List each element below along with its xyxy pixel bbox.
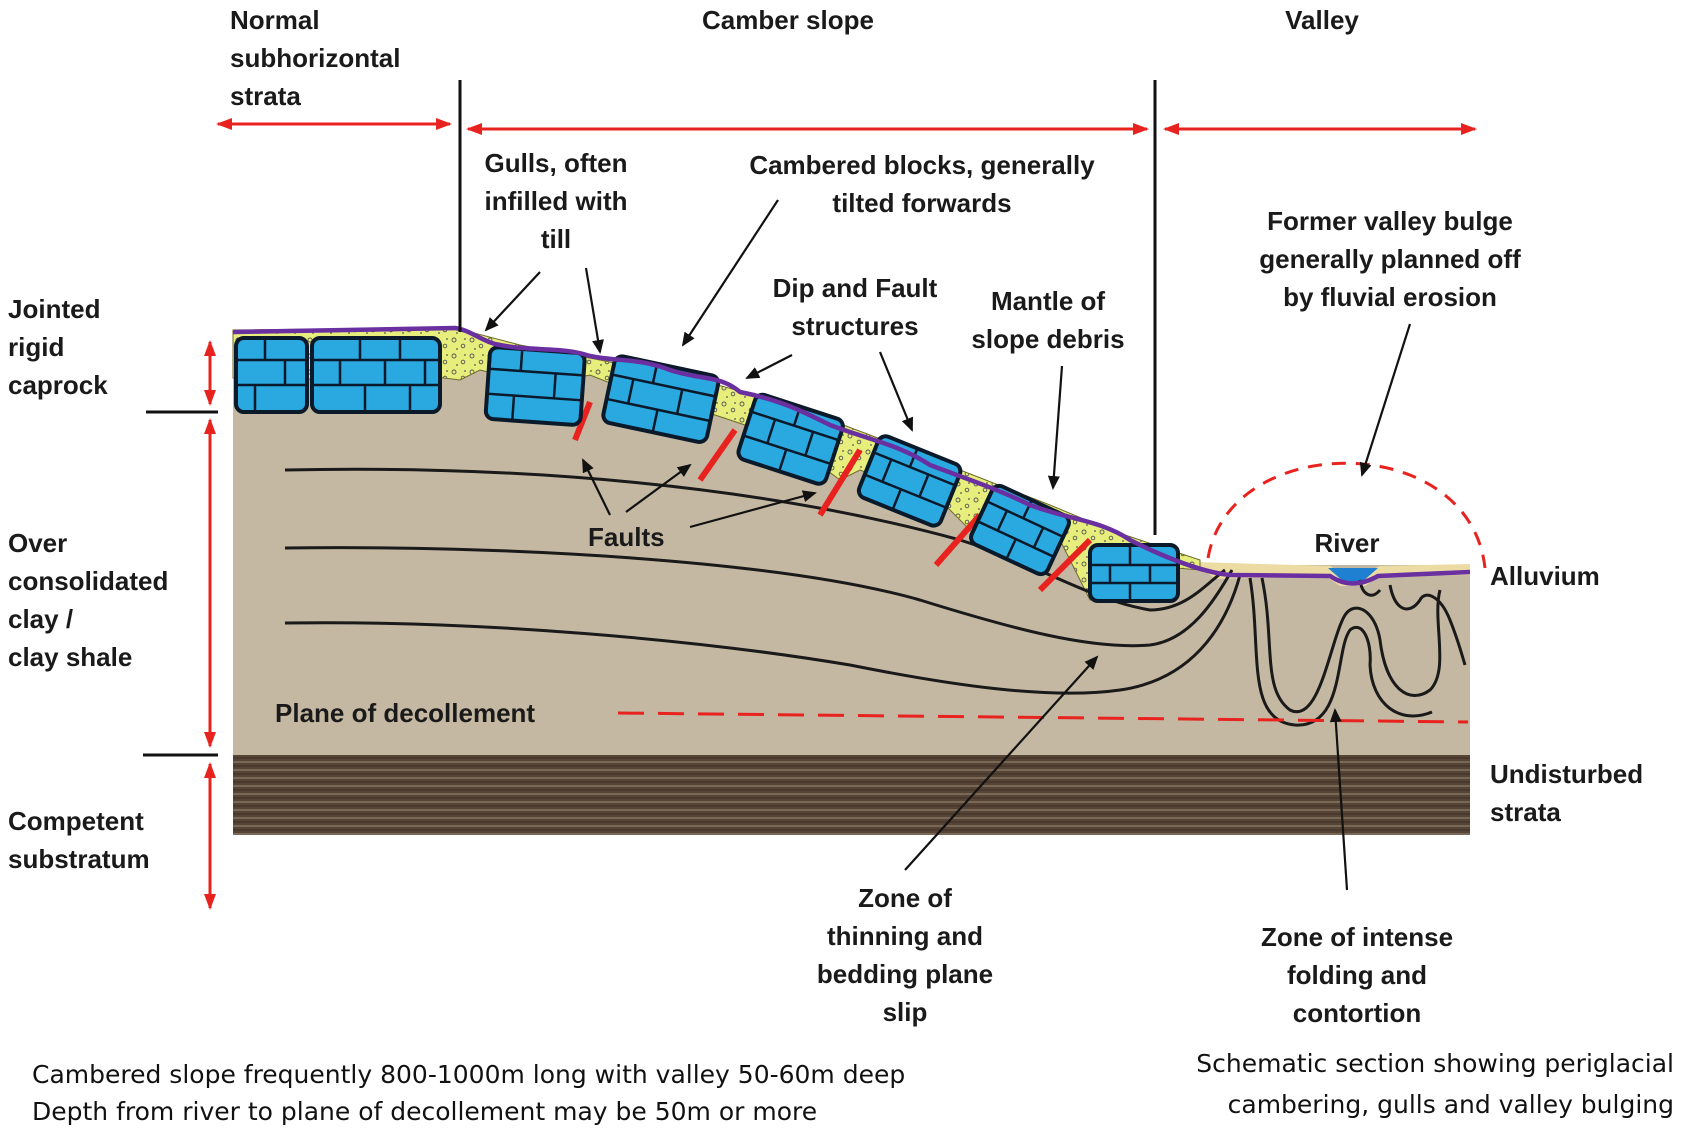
- caprock-label-line-2: rigid: [8, 332, 64, 362]
- substratum-label: Competent substratum: [8, 806, 150, 874]
- folding-pointer: [1329, 708, 1349, 891]
- zone-normal-line-2: subhorizontal: [230, 43, 400, 73]
- caprock-label-line-1: Jointed: [8, 294, 100, 324]
- mantle-line-2: slope debris: [971, 324, 1124, 354]
- folding-line-2: folding and: [1287, 960, 1427, 990]
- river-water: [1328, 568, 1378, 582]
- undisturbed-line-1: Undisturbed: [1490, 759, 1643, 789]
- cambered-blocks-line-2: tilted forwards: [832, 188, 1011, 218]
- clay-label-line-4: clay shale: [8, 642, 132, 672]
- bulge-line-3: by fluvial erosion: [1283, 282, 1497, 312]
- note-line-2: Depth from river to plane of decollement…: [32, 1097, 817, 1126]
- clay-label-line-2: consolidated: [8, 566, 168, 596]
- gulls-label-line-3: till: [541, 224, 571, 254]
- cambered-blocks-label: Cambered blocks, generally tilted forwar…: [749, 150, 1095, 218]
- notes: Cambered slope frequently 800-1000m long…: [32, 1060, 905, 1126]
- dip-fault-line-2: structures: [791, 311, 918, 341]
- cambered-blocks-pointer: [681, 199, 779, 347]
- substratum-label-line-2: substratum: [8, 844, 150, 874]
- valley-fold-2: [1248, 577, 1433, 727]
- thinning-pointer: [904, 655, 1099, 871]
- gulls-label: Gulls, often infilled with till: [485, 148, 628, 254]
- mantle-pointer-2: [1047, 365, 1064, 490]
- valley-fold-3: [1388, 584, 1467, 666]
- caprock-block-3: [483, 345, 587, 427]
- clay-label-line-1: Over: [8, 528, 67, 558]
- thinning-line-1: Zone of: [858, 883, 952, 913]
- fault-2: [697, 428, 738, 482]
- faults-pointer-2: [625, 463, 692, 513]
- clay-label-line-3: clay /: [8, 604, 73, 634]
- thinning-line-3: bedding plane: [817, 959, 993, 989]
- folding-label: Zone of intense folding and contortion: [1261, 922, 1453, 1028]
- undisturbed-label: Undisturbed strata: [1490, 759, 1643, 827]
- mantle-label: Mantle of slope debris: [971, 286, 1124, 354]
- cambered-blocks-line-1: Cambered blocks, generally: [749, 150, 1095, 180]
- competent-substratum-layer: [233, 755, 1470, 835]
- fault-3: [817, 448, 863, 517]
- clay-shale-layer: [233, 337, 1470, 755]
- decollement-label: Plane of decollement: [275, 698, 535, 728]
- gulls-label-line-1: Gulls, often: [485, 148, 628, 178]
- clay-label: Over consolidated clay / clay shale: [8, 528, 168, 672]
- alluvium-layer: [1195, 562, 1470, 586]
- thinning-label: Zone of thinning and bedding plane slip: [817, 883, 993, 1027]
- faults-pointer-3: [689, 490, 817, 529]
- bulge-line-2: generally planned off: [1259, 244, 1521, 274]
- caprock-block-1: [234, 336, 309, 414]
- folding-line-3: contortion: [1293, 998, 1422, 1028]
- bulge-pointer: [1359, 323, 1412, 477]
- figure-caption: Schematic section showing periglacial ca…: [1196, 1049, 1674, 1119]
- thinning-line-2: thinning and: [827, 921, 983, 951]
- zone-normal-line-3: strata: [230, 81, 301, 111]
- faults-pointer-1: [582, 458, 611, 516]
- former-valley-bulge-arc: [1206, 461, 1487, 569]
- zone-valley-label: Valley: [1285, 5, 1359, 35]
- caption-line-2: cambering, gulls and valley bulging: [1228, 1090, 1674, 1119]
- zone-normal-line-1: Normal: [230, 5, 320, 35]
- bedding-line-2: [284, 546, 1234, 648]
- dip-fault-line-1: Dip and Fault: [773, 273, 938, 303]
- substratum-label-line-1: Competent: [8, 806, 144, 836]
- mantle-pointer-1: [878, 351, 914, 432]
- fault-5: [1037, 537, 1093, 593]
- valley-fold-1: [1260, 577, 1442, 714]
- undisturbed-line-2: strata: [1490, 797, 1561, 827]
- zone-camber-label: Camber slope: [702, 5, 874, 35]
- fault-4: [933, 513, 983, 567]
- folding-line-1: Zone of intense: [1261, 922, 1453, 952]
- thinning-line-4: slip: [883, 997, 928, 1027]
- dip-fault-pointer: [745, 354, 793, 379]
- faults-label: Faults: [588, 522, 665, 552]
- bulge-line-1: Former valley bulge: [1267, 206, 1513, 236]
- mantle-line-1: Mantle of: [991, 286, 1105, 316]
- bedding-line-3: [284, 574, 1242, 695]
- note-line-1: Cambered slope frequently 800-1000m long…: [32, 1060, 905, 1089]
- alluvium-label: Alluvium: [1490, 561, 1600, 591]
- fault-1: [572, 400, 593, 442]
- zone-normal-label: Normal subhorizontal strata: [230, 5, 400, 111]
- dip-fault-label: Dip and Fault structures: [773, 273, 938, 341]
- caption-line-1: Schematic section showing periglacial: [1196, 1049, 1674, 1078]
- caprock-block-8: [1088, 543, 1180, 603]
- gulls-pointer-2: [584, 267, 604, 354]
- caprock-label: Jointed rigid caprock: [8, 294, 108, 400]
- gulls-pointer-1: [484, 271, 541, 332]
- caprock-label-line-3: caprock: [8, 370, 108, 400]
- caprock-block-2: [310, 336, 442, 414]
- gulls-label-line-2: infilled with: [485, 186, 628, 216]
- bulge-label: Former valley bulge generally planned of…: [1259, 206, 1521, 312]
- river-label: River: [1314, 528, 1379, 558]
- surface-mantle-line: [232, 325, 1471, 586]
